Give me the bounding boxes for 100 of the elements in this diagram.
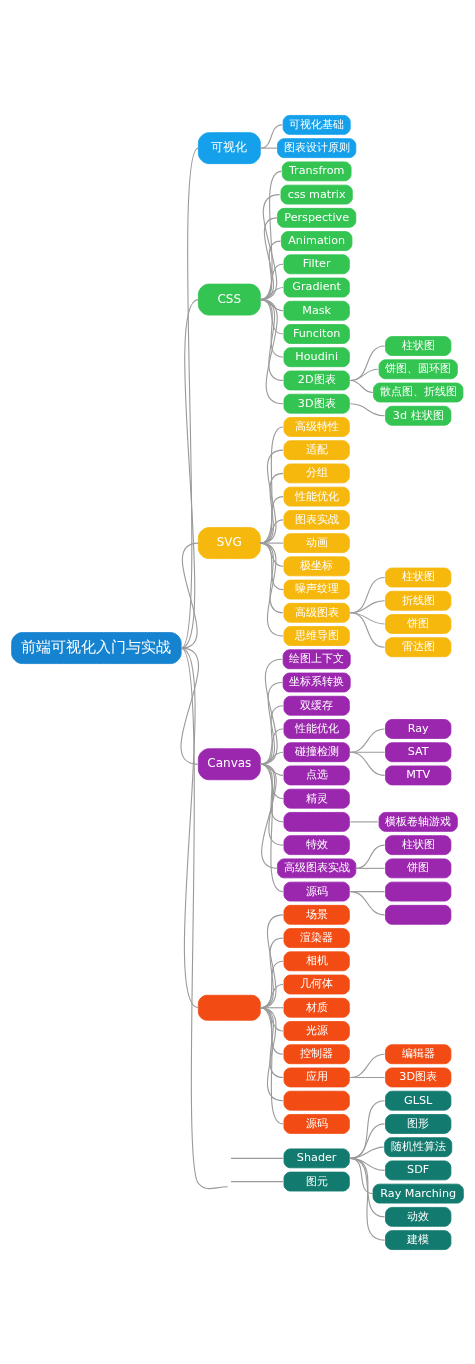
node-box: 建模 (385, 1229, 452, 1250)
node-box: 双缓存 (283, 695, 350, 716)
node-box: Houdini (283, 346, 350, 367)
node-box: Ray Marching (372, 1183, 464, 1203)
node-box: 图表设计原则 (277, 137, 357, 158)
node-box: 光源 (283, 1020, 350, 1041)
node-box: 相机 (283, 950, 350, 971)
node-box (385, 904, 452, 925)
node-box (197, 994, 261, 1021)
connector (349, 727, 386, 753)
connector (180, 298, 199, 649)
connector (349, 890, 386, 915)
node-box: MTV (385, 765, 452, 785)
connector (259, 298, 284, 381)
connector (259, 542, 284, 613)
connector (259, 681, 283, 765)
node-box: Gradient (283, 277, 350, 297)
node-box: 分组 (283, 463, 350, 483)
node-box: 雷达图 (385, 636, 452, 657)
node-box: Mask (283, 300, 350, 321)
node-box: 噪声纹理 (283, 579, 350, 599)
node-box: 可视化基础 (282, 114, 351, 135)
node-box: CSS (197, 283, 261, 315)
connector (230, 1157, 284, 1159)
node-box: 应用 (283, 1067, 350, 1087)
node-box: 柱状图 (385, 335, 452, 356)
node-box: 渲染器 (283, 927, 350, 948)
node-box: 3D图表 (283, 393, 350, 414)
node-box: 源码 (283, 881, 350, 901)
connector (259, 449, 284, 544)
connector (349, 379, 374, 393)
node-box: 前端可视化入门与实战 (11, 631, 182, 664)
node-box: 性能优化 (283, 486, 350, 507)
connector (259, 658, 283, 765)
connector (259, 123, 283, 149)
node-box: 图表实战 (283, 509, 350, 530)
node-box: SDF (385, 1160, 452, 1180)
connector (349, 1122, 386, 1159)
node-box: Perspective (277, 207, 357, 228)
node-box: 饼图、圆环图 (378, 358, 458, 379)
node-box: 编辑器 (385, 1043, 452, 1064)
node-box (283, 1090, 350, 1111)
node-box: 图形 (385, 1113, 452, 1134)
connector (259, 542, 284, 637)
node-box: 思维导图 (283, 625, 350, 646)
connector (355, 844, 386, 869)
connector (180, 147, 199, 649)
node-box: 柱状图 (385, 834, 452, 855)
connector (180, 542, 199, 649)
node-box: 高级图表 (283, 602, 350, 623)
connector (259, 763, 279, 869)
connector (349, 1157, 386, 1241)
connector (349, 611, 386, 648)
node-box: 散点图、折线图 (373, 382, 464, 402)
connector (259, 704, 284, 765)
node-box: 高级图表实战 (277, 857, 357, 878)
node-box: 饼图 (385, 857, 452, 878)
node-box: SVG (197, 526, 261, 559)
node-box: 可视化 (197, 131, 261, 164)
connector (180, 647, 199, 1008)
node-box: Filter (283, 253, 350, 274)
connector (259, 147, 279, 149)
node-box: GLSL (385, 1090, 452, 1111)
node-box (385, 881, 452, 901)
node-box: Ray (385, 718, 452, 739)
connector (349, 1076, 386, 1078)
node-box: 动效 (385, 1206, 452, 1227)
node-box: 柱状图 (385, 567, 452, 587)
connector (230, 1180, 284, 1182)
node-box: SAT (385, 741, 452, 762)
node-box: 精灵 (283, 788, 350, 809)
node-box: Shader (283, 1147, 350, 1168)
node-box: 饼图 (385, 613, 452, 634)
connector (349, 820, 379, 822)
connector (355, 867, 386, 869)
node-box: 材质 (283, 997, 350, 1018)
connector (349, 1146, 385, 1159)
connector (349, 1053, 386, 1078)
node-box: 3D图表 (385, 1067, 452, 1087)
node-box: 几何体 (283, 974, 350, 994)
connector (259, 425, 284, 544)
node-box: Funciton (283, 323, 350, 344)
node-box: 3d 柱状图 (385, 405, 452, 426)
node-box: 极坐标 (283, 555, 350, 576)
connector (349, 1099, 386, 1159)
node-box: 折线图 (385, 590, 452, 611)
node-box: 图元 (283, 1171, 350, 1191)
connector (349, 751, 386, 776)
node-box: 2D图表 (283, 370, 350, 390)
node-box: 高级特性 (283, 416, 350, 437)
node-box: 点选 (283, 765, 350, 785)
node-box: 坐标系转换 (282, 672, 351, 692)
connector (180, 647, 229, 1189)
node-box: 随机性算法 (384, 1136, 453, 1157)
node-box: Canvas (197, 747, 261, 780)
connector (349, 402, 386, 416)
node-box: 绘图上下文 (282, 648, 351, 669)
node-box (283, 811, 350, 832)
node-box: 场景 (283, 904, 350, 925)
node-box: 适配 (283, 439, 350, 460)
